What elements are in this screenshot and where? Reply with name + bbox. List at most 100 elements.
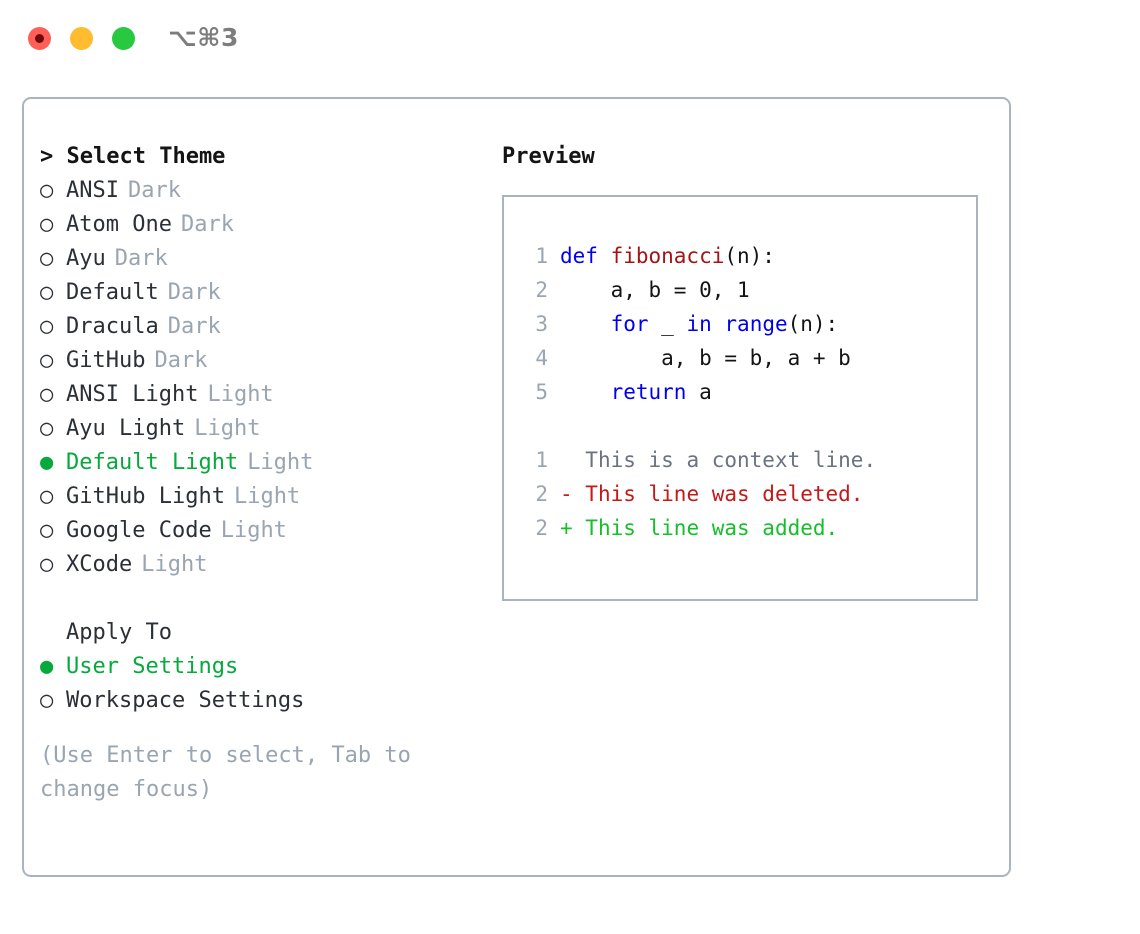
code-line: 2 a, b = 0, 1 (504, 273, 976, 307)
preview-gap (504, 409, 976, 443)
traffic-light-controls (28, 27, 135, 50)
minimize-button[interactable] (70, 27, 93, 50)
line-number: 2 (535, 482, 548, 506)
theme-name: Default (66, 279, 159, 305)
theme-name: ANSI Light (66, 381, 199, 407)
radio-unselected-icon: ○ (40, 381, 54, 407)
select-theme-heading: > Select Theme (40, 139, 480, 173)
radio-unselected-icon: ○ (40, 551, 54, 577)
line-number: 1 (535, 244, 548, 268)
theme-variant-tag: Light (141, 551, 208, 577)
line-number: 4 (535, 346, 548, 370)
radio-unselected-icon: ○ (40, 415, 54, 441)
title-bar: ⌥⌘3 (0, 0, 1140, 78)
radio-unselected-icon: ○ (40, 687, 54, 713)
apply-to-heading-label: Apply To (66, 619, 172, 645)
radio-unselected-icon: ○ (40, 279, 54, 305)
radio-selected-icon: ● (40, 449, 54, 475)
window-title: ⌥⌘3 (168, 23, 239, 52)
theme-name: GitHub Light (66, 483, 225, 509)
line-number: 5 (535, 380, 548, 404)
code-line: 1 def fibonacci(n): (504, 239, 976, 273)
theme-variant-tag: Dark (154, 347, 208, 373)
theme-list-item[interactable]: ○ Atom One Dark (40, 207, 480, 241)
apply-to-option-label: User Settings (66, 653, 239, 679)
theme-variant-tag: Dark (167, 279, 221, 305)
code-line: 4 a, b = b, a + b (504, 341, 976, 375)
code-token: _ (648, 312, 687, 336)
theme-variant-tag: Dark (180, 211, 234, 237)
radio-unselected-icon: ○ (40, 245, 54, 271)
code-token: (n): (787, 312, 839, 336)
diff-text: This is a context line. (585, 448, 877, 472)
code-token: return (610, 380, 687, 404)
diff-text: This line was deleted. (585, 482, 864, 506)
code-token: fibonacci (610, 244, 725, 268)
code-token (712, 307, 725, 341)
code-token: a, b = 0, 1 (560, 278, 750, 302)
apply-to-option-label: Workspace Settings (66, 687, 305, 713)
close-button[interactable] (28, 27, 51, 50)
code-token (560, 307, 611, 341)
apply-to-option[interactable]: ○ Workspace Settings (40, 683, 480, 717)
radio-unselected-icon: ○ (40, 347, 54, 373)
theme-list-item[interactable]: ○ GitHub Dark (40, 343, 480, 377)
line-number: 3 (535, 312, 548, 336)
apply-to-heading: Apply To (40, 615, 480, 649)
line-number: 2 (535, 516, 548, 540)
theme-name: XCode (66, 551, 133, 577)
code-token: for (610, 312, 649, 336)
keyboard-hint: (Use Enter to select, Tab to change focu… (40, 743, 411, 802)
apply-to-options: ● User Settings ○ Workspace Settings (40, 649, 480, 717)
line-number: 2 (535, 278, 548, 302)
code-token: def (560, 244, 611, 268)
maximize-button[interactable] (112, 27, 135, 50)
theme-list-item[interactable]: ○ Dracula Dark (40, 309, 480, 343)
theme-variant-tag: Dark (127, 177, 181, 203)
radio-unselected-icon: ○ (40, 313, 54, 339)
theme-name: GitHub (66, 347, 146, 373)
radio-selected-icon: ● (40, 653, 54, 679)
theme-list-item[interactable]: ● Default Light Light (40, 445, 480, 479)
diff-marker (560, 443, 585, 477)
diff-text: This line was added. (585, 516, 839, 540)
code-line: 5 return a (504, 375, 976, 409)
theme-variant-tag: Light (247, 449, 314, 475)
theme-name: Ayu (66, 245, 106, 271)
theme-list-item[interactable]: ○ Default Dark (40, 275, 480, 309)
code-token: (n): (724, 244, 775, 268)
list-spacer (40, 581, 480, 615)
radio-unselected-icon: ○ (40, 211, 54, 237)
theme-variant-tag: Light (207, 381, 274, 407)
diff-line: 1 This is a context line. (504, 443, 976, 477)
theme-name: Atom One (66, 211, 172, 237)
theme-list-item[interactable]: ○ XCode Light (40, 547, 480, 581)
diff-line: 2- This line was deleted. (504, 477, 976, 511)
code-token: a (686, 380, 712, 404)
theme-list-item[interactable]: ○ Ayu Dark (40, 241, 480, 275)
theme-list-item[interactable]: ○ ANSI Light Light (40, 377, 480, 411)
theme-name: Ayu Light (66, 415, 186, 441)
diff-marker: + (560, 516, 586, 540)
theme-name: Default Light (66, 449, 239, 475)
theme-variant-tag: Dark (167, 313, 221, 339)
code-token: range (724, 312, 788, 336)
theme-variant-tag: Light (220, 517, 287, 543)
theme-name: Dracula (66, 313, 159, 339)
radio-unselected-icon: ○ (40, 483, 54, 509)
theme-variant-tag: Dark (114, 245, 168, 271)
diff-line: 2 + This line was added. (504, 511, 976, 545)
diff-marker: - (560, 482, 586, 506)
apply-to-option[interactable]: ● User Settings (40, 649, 480, 683)
line-number: 1 (535, 448, 548, 472)
